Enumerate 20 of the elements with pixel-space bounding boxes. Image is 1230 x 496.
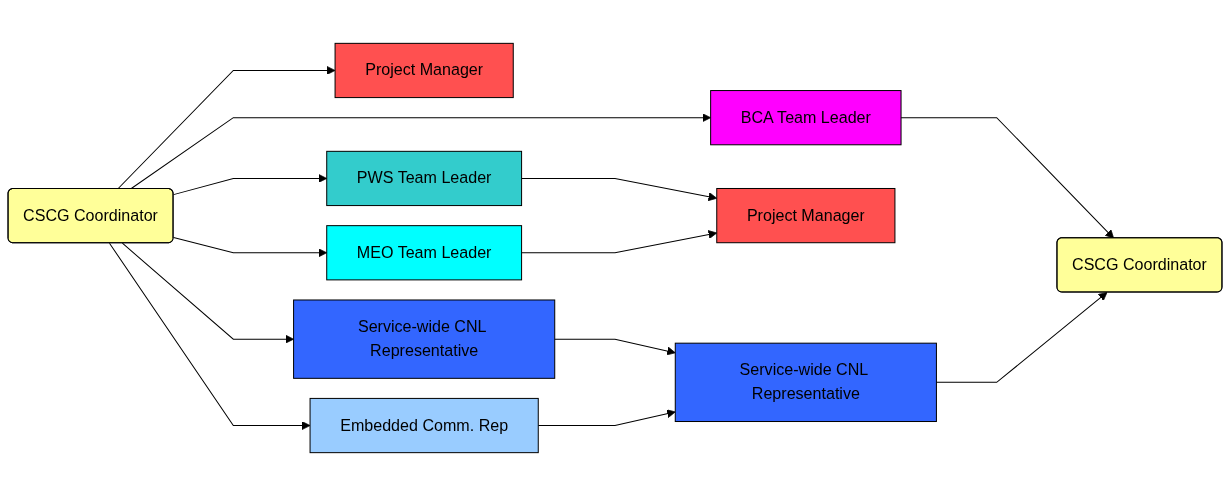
arrow xyxy=(900,117,1115,239)
node-box: PWS Team Leader xyxy=(326,150,523,207)
arrow xyxy=(521,230,718,254)
arrow xyxy=(537,409,676,427)
node-box: Embedded Comm. Rep xyxy=(309,397,539,454)
node-box: BCA Team Leader xyxy=(710,90,902,146)
node-box: Service-wide CNL Representative xyxy=(293,299,556,379)
arrow xyxy=(117,66,336,190)
node-box: Service-wide CNL Representative xyxy=(674,342,937,422)
arrow xyxy=(109,242,311,430)
node-box: Project Manager xyxy=(716,188,896,244)
arrow xyxy=(121,242,294,344)
arrow xyxy=(521,177,718,202)
arrow xyxy=(173,174,328,196)
node-box: Project Manager xyxy=(334,42,514,99)
arrow xyxy=(130,113,712,190)
arrow xyxy=(173,237,328,258)
arrow xyxy=(935,292,1108,383)
node-box: MEO Team Leader xyxy=(326,225,523,281)
arrow xyxy=(554,338,676,356)
